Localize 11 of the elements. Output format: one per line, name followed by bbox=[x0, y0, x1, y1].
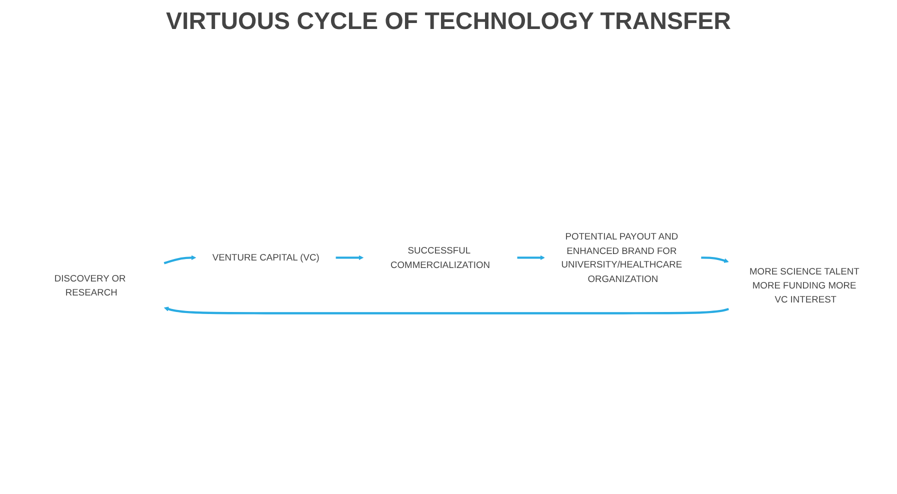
arrow bbox=[701, 256, 729, 263]
arrow bbox=[164, 255, 196, 264]
diagram-title: VIRTUOUS CYCLE OF TECHNOLOGY TRANSFER bbox=[165, 8, 732, 36]
node-text: VENTURE CAPITAL (VC) bbox=[212, 252, 320, 263]
node-text: SUCCESSFUL COMMERCIALIZATION bbox=[390, 245, 490, 270]
arrow bbox=[336, 255, 364, 260]
arrow bbox=[164, 306, 729, 314]
node-text: MORE SCIENCE TALENT MORE FUNDING MORE VC INTEREST bbox=[750, 266, 860, 304]
node-text: DISCOVERY OR RESEARCH bbox=[54, 273, 126, 298]
node-text: POTENTIAL PAYOUT AND ENHANCED BRAND FOR UNIVERSITY/HEALTHCARE ORGANIZATION bbox=[561, 231, 682, 284]
arrow bbox=[517, 255, 545, 260]
